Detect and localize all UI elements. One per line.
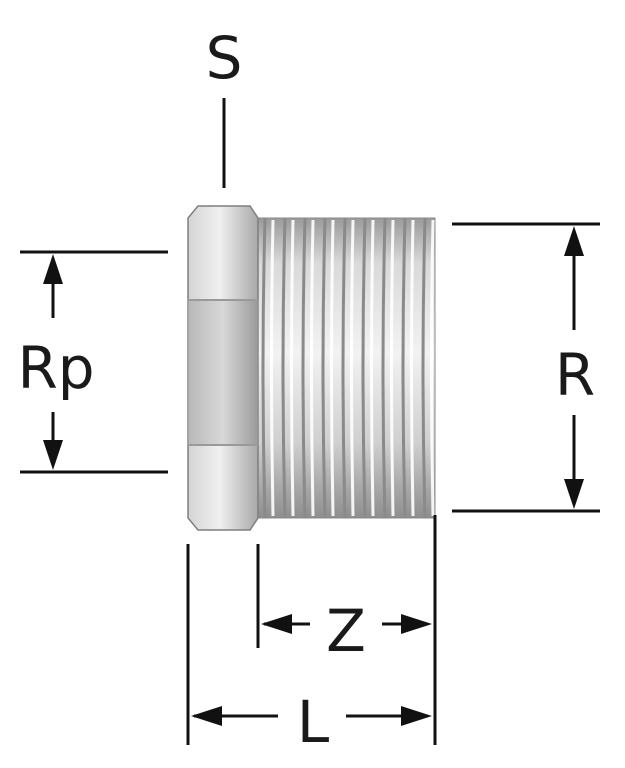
hex-body [187,205,259,531]
thread-ridge-shadow [421,217,427,519]
r-dimension: R [452,222,600,513]
thread-ridge-highlight [390,219,395,517]
rp-dimension: Rp [17,250,168,474]
thread-ridge-shadow [361,217,367,519]
label-rp: Rp [17,334,94,402]
label-z: Z [326,597,366,665]
thread-ridge-highlight [430,219,435,517]
thread-ridge-highlight [270,219,275,517]
thread-ridge-highlight [330,219,335,517]
thread-ridge-shadow [381,217,387,519]
thread-ridge-highlight [350,219,355,517]
thread-section [254,217,436,519]
thread-ridge-highlight [410,219,415,517]
thread-ridge-highlight [310,219,315,517]
thread-ridge-shadow [301,217,307,519]
l-dimension: L [191,688,432,756]
label-s: S [206,24,243,92]
label-r: R [555,341,595,409]
thread-ridges [261,217,435,519]
thread-ridge-shadow [321,217,327,519]
thread-ridge-highlight [290,219,295,517]
thread-ridge-shadow [261,217,267,519]
thread-ridge-shadow [341,217,347,519]
label-l: L [297,688,329,756]
thread-ridge-shadow [401,217,407,519]
z-dimension: Z [261,597,432,665]
thread-ridge-shadow [281,217,287,519]
thread-ridge-highlight [370,219,375,517]
